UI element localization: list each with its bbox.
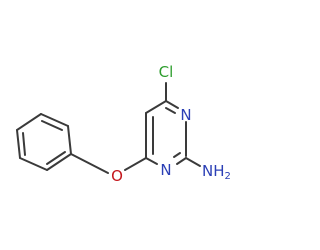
nitrogen-atom-label-top: N	[180, 106, 191, 124]
bond	[145, 157, 158, 165]
pyrimidine-ring	[145, 100, 187, 165]
bond	[16, 113, 42, 131]
bond	[165, 100, 179, 109]
amine-group-label: NH2	[202, 162, 231, 182]
nitrogen-atom-label-bottom: N	[160, 161, 171, 179]
amine-bond	[185, 157, 201, 167]
bond	[16, 129, 21, 159]
chemical-structure-diagram: Cl N N O NH2	[16, 63, 231, 185]
bond	[40, 113, 69, 127]
bond	[19, 157, 48, 171]
chlorine-atom-label: Cl	[159, 63, 174, 81]
bond	[176, 157, 187, 165]
bond	[46, 153, 72, 171]
phenyl-ring	[16, 113, 72, 171]
bond	[67, 125, 72, 155]
ether-bond-right	[124, 157, 147, 171]
structure-canvas: Cl N N O NH2	[16, 63, 231, 185]
double-bond-inner	[46, 151, 66, 165]
double-bond-inner	[41, 120, 63, 131]
oxygen-atom-label: O	[111, 167, 123, 185]
amine-main-text: NH	[202, 162, 225, 180]
double-bond-inner	[165, 107, 176, 114]
amine-subscript-text: 2	[225, 171, 231, 182]
bond	[145, 100, 167, 114]
ether-bond-left	[70, 153, 109, 174]
double-bond-inner	[22, 132, 26, 156]
double-bond-inner	[173, 152, 181, 158]
